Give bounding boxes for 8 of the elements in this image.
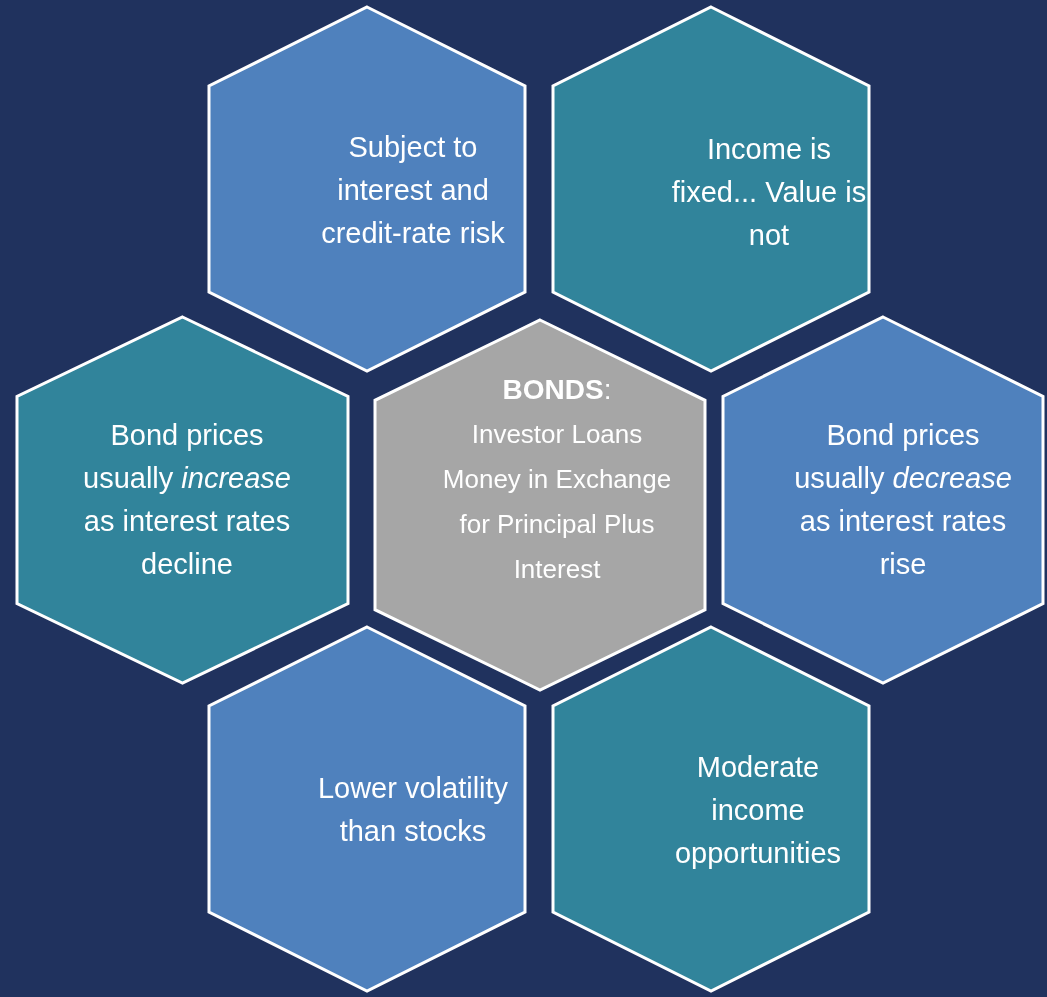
hexagon-text: Moderate income opportunities <box>673 749 843 871</box>
hexagon-text: Income is fixed... Value is not <box>670 131 868 253</box>
hexagon-text: Subject to interest and credit-rate risk <box>320 129 506 251</box>
hexagon-text: Investor Loans Money in Exchange for Principal Plus Interest <box>441 418 673 586</box>
hexagon-text: Bond prices usually decrease as interest rates rise <box>793 418 1013 582</box>
hexagon-text: Lower volatility than stocks <box>316 771 510 849</box>
hexagon-heading: BONDS: <box>502 373 612 407</box>
hexagon-text: Bond prices usually increase as interest rates decline <box>82 418 292 582</box>
